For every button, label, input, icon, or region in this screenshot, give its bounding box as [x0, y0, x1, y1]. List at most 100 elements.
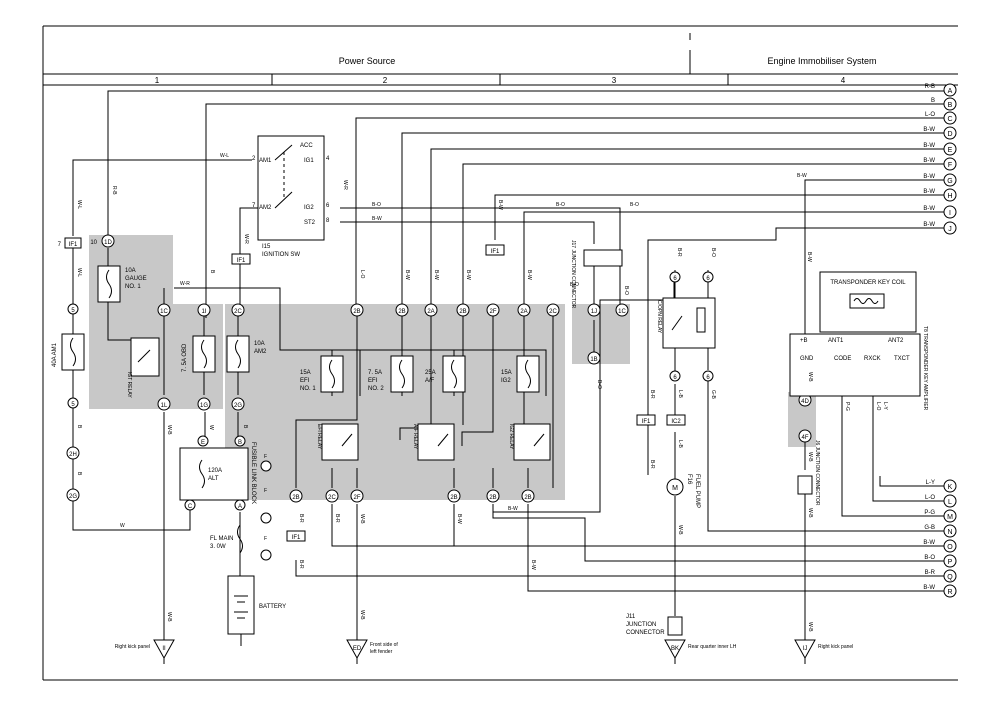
svg-text:AM1: AM1 [259, 158, 272, 164]
svg-text:G: G [947, 178, 952, 185]
svg-text:W-L: W-L [76, 200, 82, 209]
svg-text:10: 10 [90, 240, 97, 246]
terminal-c: CL-O [925, 111, 957, 125]
terminal-g: GB-W [923, 173, 957, 187]
svg-text:IF1: IF1 [491, 249, 500, 255]
svg-text:B-W: B-W [923, 127, 935, 133]
svg-text:J: J [948, 226, 952, 233]
svg-text:1L: 1L [161, 403, 168, 409]
relays: IGT RELAY EFI RELAY A/F RELAY IG2 RELAY … [126, 297, 716, 461]
svg-text:E: E [948, 147, 953, 154]
svg-text:Right kick panel: Right kick panel [115, 644, 150, 650]
svg-text:1B: 1B [590, 357, 597, 363]
terminal-h: HB-W [923, 188, 957, 202]
svg-text:IG1: IG1 [304, 158, 314, 164]
svg-text:BATTERY: BATTERY [259, 604, 286, 610]
svg-text:B-W: B-W [372, 216, 382, 222]
svg-text:ACC: ACC [300, 143, 313, 149]
svg-text:6: 6 [673, 276, 677, 282]
terminal-b: BB [931, 97, 957, 111]
svg-text:7: 7 [252, 203, 256, 209]
column-1: 1 [155, 76, 160, 85]
svg-text:2G: 2G [234, 403, 242, 409]
svg-text:W-B: W-B [166, 612, 172, 622]
svg-text:B: B [76, 425, 82, 429]
svg-text:2B: 2B [398, 309, 405, 315]
svg-text:B-O: B-O [710, 248, 716, 257]
fuses: 10A GAUGE NO. 1 40A AM1 7. 5A OBD 10A AM… [52, 265, 540, 393]
svg-text:C/OPN RELAY: C/OPN RELAY [656, 300, 662, 334]
svg-text:A: A [238, 504, 242, 510]
svg-text:B: B [948, 102, 953, 109]
svg-text:B-R: B-R [298, 560, 304, 569]
svg-text:F: F [264, 454, 267, 460]
svg-text:6: 6 [326, 203, 330, 209]
terminal-e: EB-W [923, 142, 957, 156]
right-terminals: AR-B BB CL-O DB-W EB-W FB-W GB-W HB-W IB… [923, 83, 957, 598]
svg-text:F: F [948, 162, 952, 169]
svg-text:J17 JUNCTION CONNECTOR: J17 JUNCTION CONNECTOR [570, 240, 576, 309]
svg-text:B-W: B-W [923, 585, 935, 591]
svg-text:8: 8 [326, 218, 330, 224]
svg-text:IF1: IF1 [292, 535, 301, 541]
svg-text:D: D [947, 131, 952, 138]
svg-text:AM2: AM2 [254, 349, 267, 355]
svg-text:25A: 25A [425, 370, 436, 376]
svg-text:1C: 1C [618, 309, 626, 315]
svg-text:M: M [672, 485, 678, 492]
svg-text:B-W: B-W [465, 270, 471, 280]
svg-text:C: C [188, 504, 193, 510]
svg-text:IGNITION SW: IGNITION SW [262, 252, 300, 258]
svg-text:7. 5A OBD: 7. 5A OBD [182, 343, 188, 372]
svg-text:EFI RELAY: EFI RELAY [316, 424, 322, 450]
svg-text:R: R [947, 589, 952, 596]
svg-text:I: I [949, 210, 951, 217]
column-3: 3 [612, 76, 617, 85]
svg-text:ST2: ST2 [304, 220, 316, 226]
svg-text:2B: 2B [489, 495, 496, 501]
svg-text:W-B: W-B [807, 622, 813, 632]
svg-text:I15: I15 [262, 244, 271, 250]
svg-text:B-O: B-O [924, 555, 935, 561]
svg-text:IGT RELAY: IGT RELAY [126, 372, 132, 398]
terminal-q: QB-R [925, 569, 957, 583]
svg-text:C: C [947, 116, 952, 123]
svg-text:AM2: AM2 [259, 205, 272, 211]
junction-block-left [89, 235, 173, 409]
svg-text:L-Y: L-Y [882, 402, 888, 410]
svg-text:B-W: B-W [923, 222, 935, 228]
svg-text:B-R: B-R [334, 514, 340, 523]
engine-room-relay-block [225, 304, 565, 500]
svg-text:40A AM1: 40A AM1 [52, 342, 58, 367]
svg-text:6: 6 [706, 375, 710, 381]
svg-text:R-B: R-B [111, 186, 117, 195]
svg-text:1C: 1C [160, 309, 168, 315]
svg-text:FUSIBLE LINK BLOCK: FUSIBLE LINK BLOCK [250, 442, 256, 504]
svg-text:L-Y: L-Y [926, 480, 935, 486]
svg-text:2C: 2C [234, 309, 242, 315]
column-4: 4 [841, 76, 846, 85]
svg-text:A: A [948, 88, 953, 95]
svg-text:B-O: B-O [556, 202, 565, 208]
svg-text:II: II [162, 646, 166, 652]
svg-text:B-R: B-R [649, 460, 655, 469]
svg-text:Q: Q [947, 574, 953, 581]
ignition-switch: ACC IG1 AM1 AM2 IG2 ST2 2 4 7 6 8 I15 IG… [252, 135, 330, 258]
svg-text:2H: 2H [69, 452, 77, 458]
svg-text:FUEL PUMP: FUEL PUMP [694, 474, 700, 508]
svg-text:G-B: G-B [924, 525, 935, 531]
svg-text:W-B: W-B [807, 508, 813, 518]
svg-text:G-B: G-B [710, 390, 716, 400]
terminal-n: NG-B [924, 524, 957, 538]
svg-text:B-W: B-W [456, 514, 462, 524]
svg-text:2G: 2G [69, 494, 77, 500]
svg-text:4D: 4D [801, 399, 809, 405]
svg-text:NO. 1: NO. 1 [125, 284, 141, 290]
svg-text:B-W: B-W [530, 560, 536, 570]
svg-text:CONNECTOR: CONNECTOR [626, 630, 665, 636]
svg-text:JUNCTION: JUNCTION [626, 622, 656, 628]
svg-text:2B: 2B [524, 495, 531, 501]
svg-text:BK: BK [671, 646, 679, 652]
